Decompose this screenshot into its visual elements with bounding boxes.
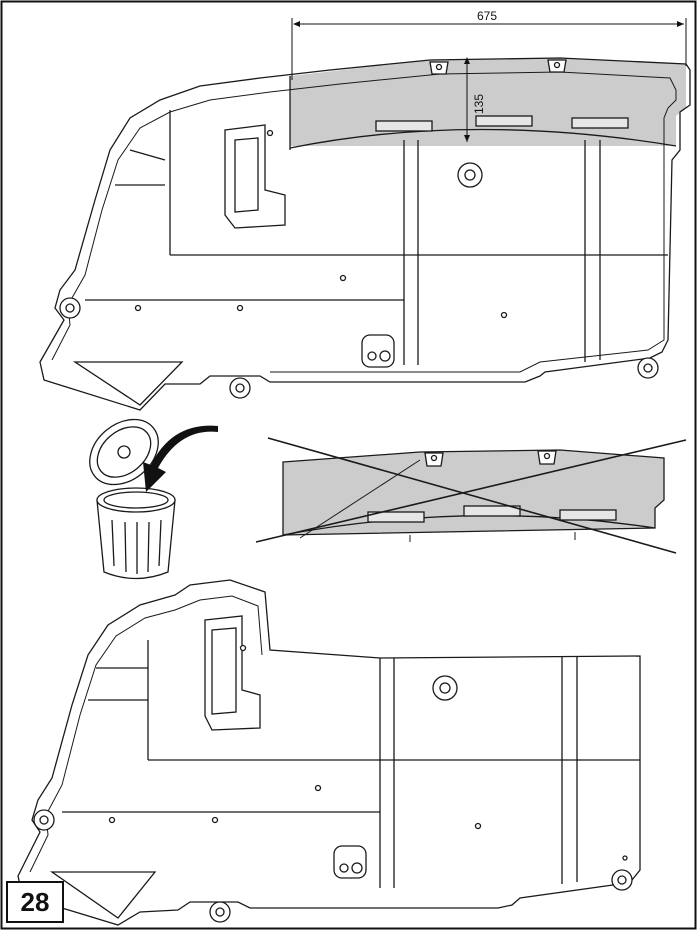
height-label: 135 [472, 94, 486, 114]
dimension-height: 135 [464, 57, 486, 142]
hole [211, 816, 219, 824]
top-assembly [39, 57, 691, 411]
double-screw-mount [361, 334, 395, 368]
dispose-arrow [143, 425, 218, 492]
dimension-width: 675 [291, 9, 687, 80]
bin-body [96, 499, 176, 580]
latch-window [234, 137, 259, 213]
tab-screw-2 [553, 61, 561, 69]
hole [339, 274, 347, 282]
bottom-assembly [17, 579, 641, 926]
removable-panel-shaded [290, 58, 686, 146]
hole [108, 816, 116, 824]
hole [500, 311, 508, 319]
double-screw-b [379, 350, 391, 362]
hole [622, 855, 628, 861]
screw-right-top [637, 357, 659, 379]
screw-right-bottom [611, 869, 633, 891]
trash-bin-icon [89, 418, 218, 580]
screw-bottom-top-inner [235, 383, 245, 393]
panel-lower-edge [289, 128, 677, 149]
latch-window-b [211, 627, 237, 715]
figure-number-label: 28 [6, 881, 64, 923]
front-wedge [72, 361, 184, 406]
double-screw-b-a [339, 863, 349, 873]
chassis-outline-bottom [17, 579, 641, 926]
hole [239, 644, 247, 652]
hole [236, 304, 244, 312]
cross-out-icon [255, 437, 687, 554]
hole [134, 304, 142, 312]
tab-screw-1 [435, 63, 443, 71]
double-screw-mount-b [333, 845, 367, 879]
screw-bottom-top [229, 377, 251, 399]
width-label: 675 [477, 9, 497, 23]
hole [474, 822, 482, 830]
chassis-outline-top [39, 57, 691, 411]
vent-1 [375, 120, 433, 132]
screw-bottom-bottom [209, 901, 231, 923]
front-wedge-b [49, 871, 157, 919]
screw-center-top [457, 162, 483, 188]
vent-2 [475, 115, 533, 127]
screw-right-top-inner [643, 363, 653, 373]
screw-center-bottom [432, 675, 458, 701]
double-screw-a [367, 351, 377, 361]
double-screw-b-b [351, 862, 363, 874]
bin-lid [89, 418, 159, 486]
screw-left-top-inner [65, 303, 75, 313]
vent-3 [571, 117, 629, 129]
front-rib [129, 149, 166, 161]
screw-left-bottom [33, 809, 55, 831]
hole [314, 784, 322, 792]
screw-center-top-inner [464, 169, 476, 181]
hole [266, 129, 274, 137]
screw-left-top [59, 297, 81, 319]
